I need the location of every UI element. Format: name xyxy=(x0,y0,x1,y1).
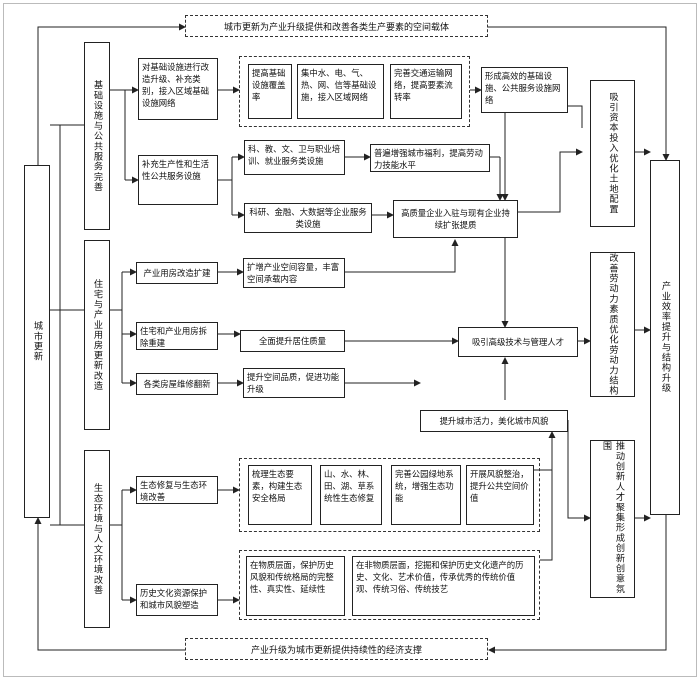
efficient-network-result: 形成高效的基础设施、公共服务设施网络 xyxy=(481,67,568,113)
eco-detail-restoration: 山、水、林、田、湖、草系统性生态修复 xyxy=(320,465,382,525)
outcome-innovation: 推动创新人才聚集形成创新创意氛围 xyxy=(590,440,635,598)
service-research-facilities: 科研、金融、大数据等企业服务类设施 xyxy=(244,203,372,233)
category-housing: 住宅与产业用房更新改造 xyxy=(84,240,110,430)
bottom-banner: 产业升级为城市更新提供持续性的经济支撑 xyxy=(185,638,488,660)
eco-details-group xyxy=(239,458,540,532)
space-quality-result: 提升空间品质，促进功能升级 xyxy=(243,368,345,398)
action-public-service: 补充生产性和生活性公共服务设施 xyxy=(138,155,218,205)
diagram-frame xyxy=(3,3,697,677)
action-heritage: 历史文化资源保护和城市风貌塑造 xyxy=(136,584,218,616)
welfare-result: 普遍增强城市福利，提高劳动力技能水平 xyxy=(370,144,490,172)
heritage-details-group xyxy=(239,550,540,620)
action-infra-upgrade: 对基础设施进行改造升级、补充类别，接入区域基础设施网络 xyxy=(138,58,218,120)
outcome-labor: 改善劳动力素质优化劳动力结构 xyxy=(590,252,635,397)
action-industrial-expand: 产业用房改造扩建 xyxy=(136,262,218,284)
outcome-capital: 吸引资本投入优化土地配置 xyxy=(590,80,635,227)
category-ecology: 生态环境与人文环境改善 xyxy=(84,450,110,628)
enterprise-result: 高质量企业入驻与现有企业持续扩张提质 xyxy=(393,200,518,238)
category-infrastructure: 基础设施与公共服务完善 xyxy=(84,42,110,230)
heritage-immaterial: 在非物质层面，挖掘和保护历史文化遗产的历史、文化、艺术价值，传承优秀的传统价值观… xyxy=(352,556,535,616)
infra-detail-utilities: 集中水、电、气、热、网、信等基础设施，接入区域网络 xyxy=(297,64,384,119)
infra-detail-coverage: 提高基础设施覆盖率 xyxy=(248,64,292,119)
eco-detail-landscape: 开展风貌整治，提升公共空间价值 xyxy=(466,465,534,525)
top-banner: 城市更新为产业升级提供和改善各类生产要素的空间载体 xyxy=(185,15,488,37)
right-main-industrial-upgrade: 产业效率提升与结构升级 xyxy=(650,160,680,515)
action-demolish-rebuild: 住宅和产业用房拆除重建 xyxy=(136,322,218,350)
service-education-facilities: 科、教、文、卫与职业培训、就业服务类设施 xyxy=(244,140,345,175)
vitality-result: 提升城市活力，美化城市风貌 xyxy=(420,410,568,432)
action-repair-renovate: 各类房屋维修翻新 xyxy=(136,373,218,395)
left-main-urban-renewal: 城市更新 xyxy=(24,165,50,518)
heritage-material: 在物质层面，保护历史风貌和传统格局的完整性、真实性、延续性 xyxy=(246,556,345,616)
action-eco-restore: 生态修复与生态环境改善 xyxy=(136,476,218,504)
eco-detail-security: 梳理生态要素，构建生态安全格局 xyxy=(248,465,312,525)
infra-detail-transport: 完善交通运输网络，提高要素流转率 xyxy=(390,64,462,119)
infra-details-group xyxy=(239,56,470,127)
living-quality-result: 全面提升居住质量 xyxy=(240,330,345,352)
eco-detail-park: 完善公园绿地系统，增强生态功能 xyxy=(391,465,461,525)
capacity-result: 扩增产业空间容量，丰富空间承载内容 xyxy=(243,258,345,288)
talent-result: 吸引高级技术与管理人才 xyxy=(458,327,578,357)
